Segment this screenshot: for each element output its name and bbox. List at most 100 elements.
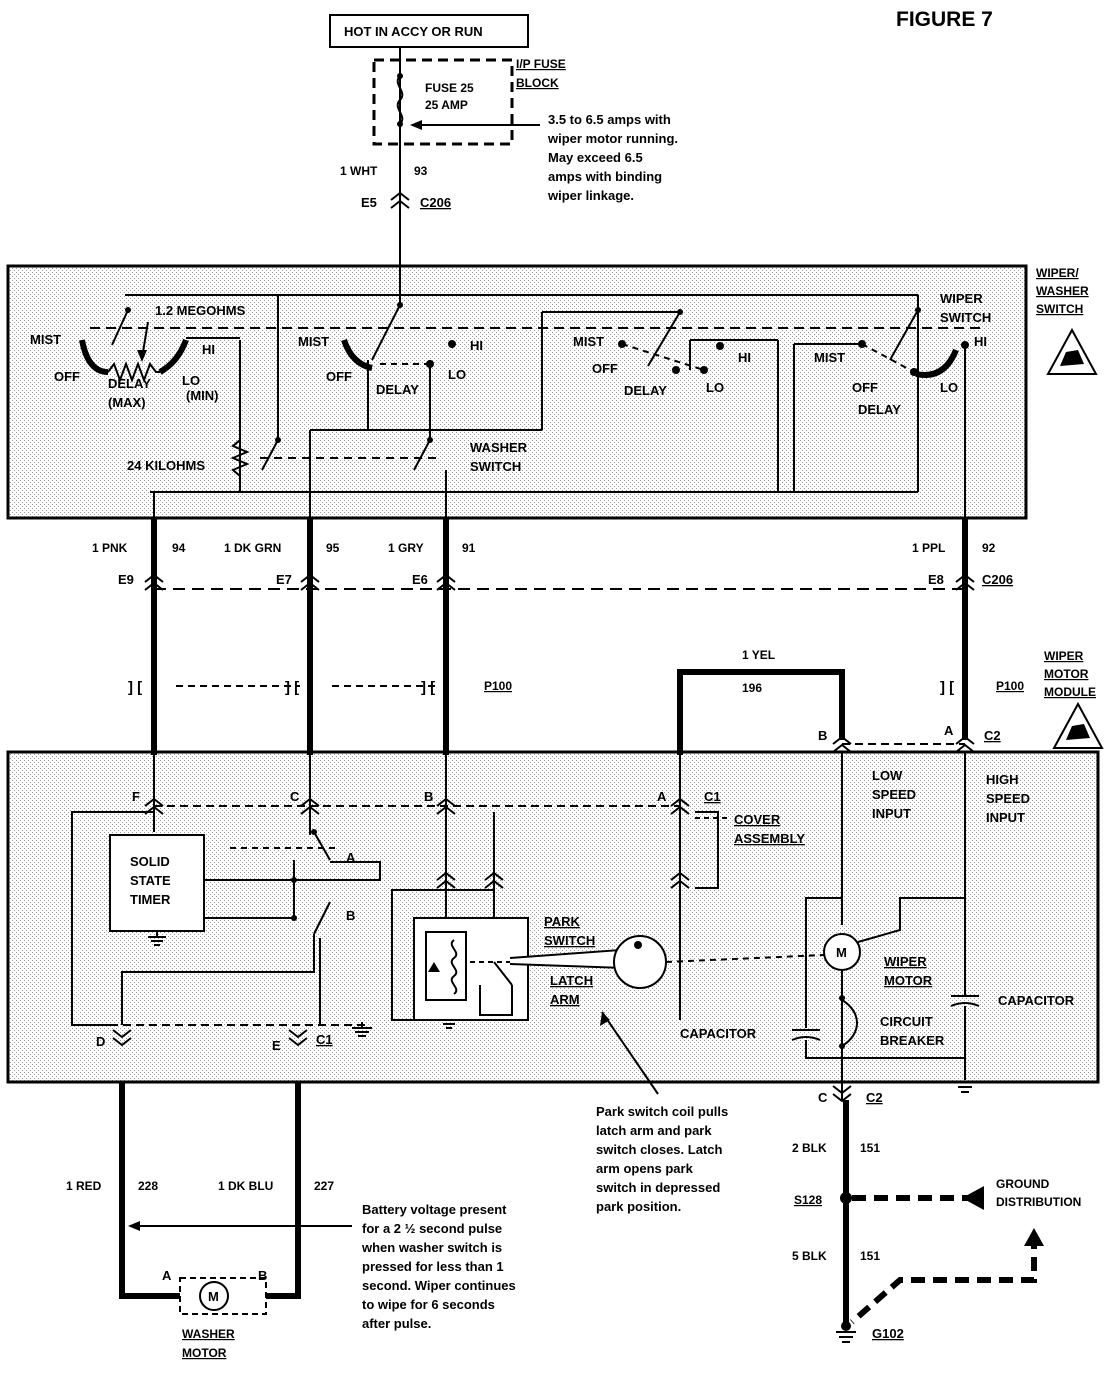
c1-b-label: B bbox=[424, 789, 433, 804]
relay-contact-a bbox=[313, 831, 331, 861]
fuse-terminal-top bbox=[397, 73, 403, 79]
washer-note-1: Battery voltage present bbox=[362, 1202, 507, 1217]
park-note-1: Park switch coil pulls bbox=[596, 1104, 728, 1119]
park-contact bbox=[493, 961, 513, 986]
wiper-switch-label-2: SWITCH bbox=[940, 310, 991, 325]
high-speed-3: INPUT bbox=[986, 810, 1025, 825]
ground-return-arrow bbox=[1024, 1228, 1044, 1246]
switch1-arc bbox=[79, 339, 109, 375]
washer-contact-1-dot bbox=[275, 437, 281, 443]
washer-contact-2-dot bbox=[427, 437, 433, 443]
c2-bottom-label: C2 bbox=[866, 1090, 883, 1105]
washer-blu-color: 1 DK BLU bbox=[218, 1179, 273, 1193]
c1-term-d bbox=[112, 1029, 132, 1047]
park-note-6: park position. bbox=[596, 1199, 681, 1214]
switch1-arrow bbox=[137, 350, 147, 362]
wiper-motor-label-2: MOTOR bbox=[884, 973, 933, 988]
relay-a-label: A bbox=[346, 850, 356, 865]
fuse-note-1: 3.5 to 6.5 amps with bbox=[548, 112, 671, 127]
g102-dot bbox=[841, 1321, 851, 1331]
switch-box-label-1: WIPER/ bbox=[1036, 266, 1079, 280]
sw1-delay: DELAY bbox=[108, 376, 151, 391]
wire-pnk-circuit: 94 bbox=[172, 541, 186, 555]
park-switch-coil-box bbox=[425, 931, 467, 1001]
fuse-block-outline bbox=[372, 58, 514, 146]
washer-note-2: for a 2 ½ second pulse bbox=[362, 1221, 502, 1236]
right-capacitor bbox=[950, 995, 980, 1007]
relay-link-a bbox=[294, 861, 381, 881]
washer-red-color: 1 RED bbox=[66, 1179, 102, 1193]
wire-pnk-color: 1 PNK bbox=[92, 541, 128, 555]
c1-f-label: F bbox=[132, 789, 140, 804]
fuse-rating: 25 AMP bbox=[425, 98, 468, 112]
sw1-mist: MIST bbox=[30, 332, 61, 347]
washer-contact-1 bbox=[261, 439, 279, 471]
park-switch-label-2: SWITCH bbox=[544, 933, 595, 948]
timer-label-3: TIMER bbox=[130, 892, 171, 907]
washer-red-circuit: 228 bbox=[138, 1179, 158, 1193]
sw2-hi: HI bbox=[470, 338, 483, 353]
ground-upper-color: 2 BLK bbox=[792, 1141, 827, 1155]
ground-return-dashed bbox=[850, 1235, 1037, 1325]
wire-gry-circuit: 91 bbox=[462, 541, 476, 555]
ground-dist-2: DISTRIBUTION bbox=[996, 1195, 1081, 1209]
sw3-delay: DELAY bbox=[624, 383, 667, 398]
breaker-dot-top bbox=[839, 995, 845, 1001]
fuse-terminal-bottom bbox=[397, 121, 403, 127]
connector-c206-top bbox=[390, 191, 410, 209]
c1-inner-arrows bbox=[436, 871, 690, 889]
c1-term-e bbox=[288, 1029, 308, 1047]
sw3-hi: HI bbox=[738, 350, 751, 365]
left-capacitor bbox=[791, 1029, 821, 1041]
park-note-3: switch closes. Latch bbox=[596, 1142, 722, 1157]
motor-high-feed bbox=[857, 897, 965, 943]
park-switch-label-1: PARK bbox=[544, 914, 580, 929]
c1-d-label: D bbox=[96, 1034, 105, 1049]
park-diode bbox=[428, 962, 440, 972]
sw3-lo: LO bbox=[706, 380, 724, 395]
p100-bracket-d: ] [ bbox=[940, 679, 954, 696]
module-label-3: MODULE bbox=[1044, 685, 1096, 699]
sw4-lo: LO bbox=[940, 380, 958, 395]
wire-yel-196 bbox=[677, 669, 845, 755]
esd-warning-icon-switch-hand bbox=[1060, 350, 1084, 366]
high-speed-1: HIGH bbox=[986, 772, 1019, 787]
sw3-off: OFF bbox=[592, 361, 618, 376]
park-note-pointer bbox=[601, 1011, 659, 1095]
switch4-dash bbox=[861, 343, 915, 373]
sw2-off: OFF bbox=[326, 369, 352, 384]
capacitor-left-label: CAPACITOR bbox=[680, 1026, 757, 1041]
washer-switch-label-1: WASHER bbox=[470, 440, 528, 455]
breaker-label-2: BREAKER bbox=[880, 1033, 945, 1048]
switch3-contact-d bbox=[716, 342, 724, 350]
washer-switch-label-2: SWITCH bbox=[470, 459, 521, 474]
low-speed-2: SPEED bbox=[872, 787, 916, 802]
c2-b-label: B bbox=[818, 728, 827, 743]
splice-s128 bbox=[840, 1192, 852, 1204]
high-speed-2: SPEED bbox=[986, 791, 1030, 806]
relay-pivot-a bbox=[311, 829, 317, 835]
power-source-box bbox=[329, 14, 529, 48]
ground-lower-color: 5 BLK bbox=[792, 1249, 827, 1263]
switch3-blade bbox=[647, 311, 681, 367]
sw3-mist: MIST bbox=[573, 334, 604, 349]
fuse-note-2: wiper motor running. bbox=[547, 131, 678, 146]
switch3-contact-b bbox=[672, 366, 680, 374]
wire-blu-to-motor bbox=[266, 1288, 301, 1299]
park-note-5: switch in depressed bbox=[596, 1180, 720, 1195]
sw2-delay: DELAY bbox=[376, 382, 419, 397]
yel-wire-color: 1 YEL bbox=[742, 648, 775, 662]
c1-term-b bbox=[436, 797, 456, 815]
park-note-pointer-head bbox=[600, 1012, 610, 1026]
p100-bracket-a: ] [ bbox=[128, 679, 142, 696]
sw1-hi: HI bbox=[202, 342, 215, 357]
switch-box-label-2: WASHER bbox=[1036, 284, 1089, 298]
module-label-1: WIPER bbox=[1044, 649, 1084, 663]
c206-e8 bbox=[955, 573, 975, 591]
sw4-hi: HI bbox=[974, 334, 987, 349]
sw1-off: OFF bbox=[54, 369, 80, 384]
wiper-switch-label-1: WIPER bbox=[940, 291, 983, 306]
c1-c-label: C bbox=[290, 789, 300, 804]
switch3-dash bbox=[621, 343, 705, 371]
breaker-dot-bottom bbox=[839, 1043, 845, 1049]
